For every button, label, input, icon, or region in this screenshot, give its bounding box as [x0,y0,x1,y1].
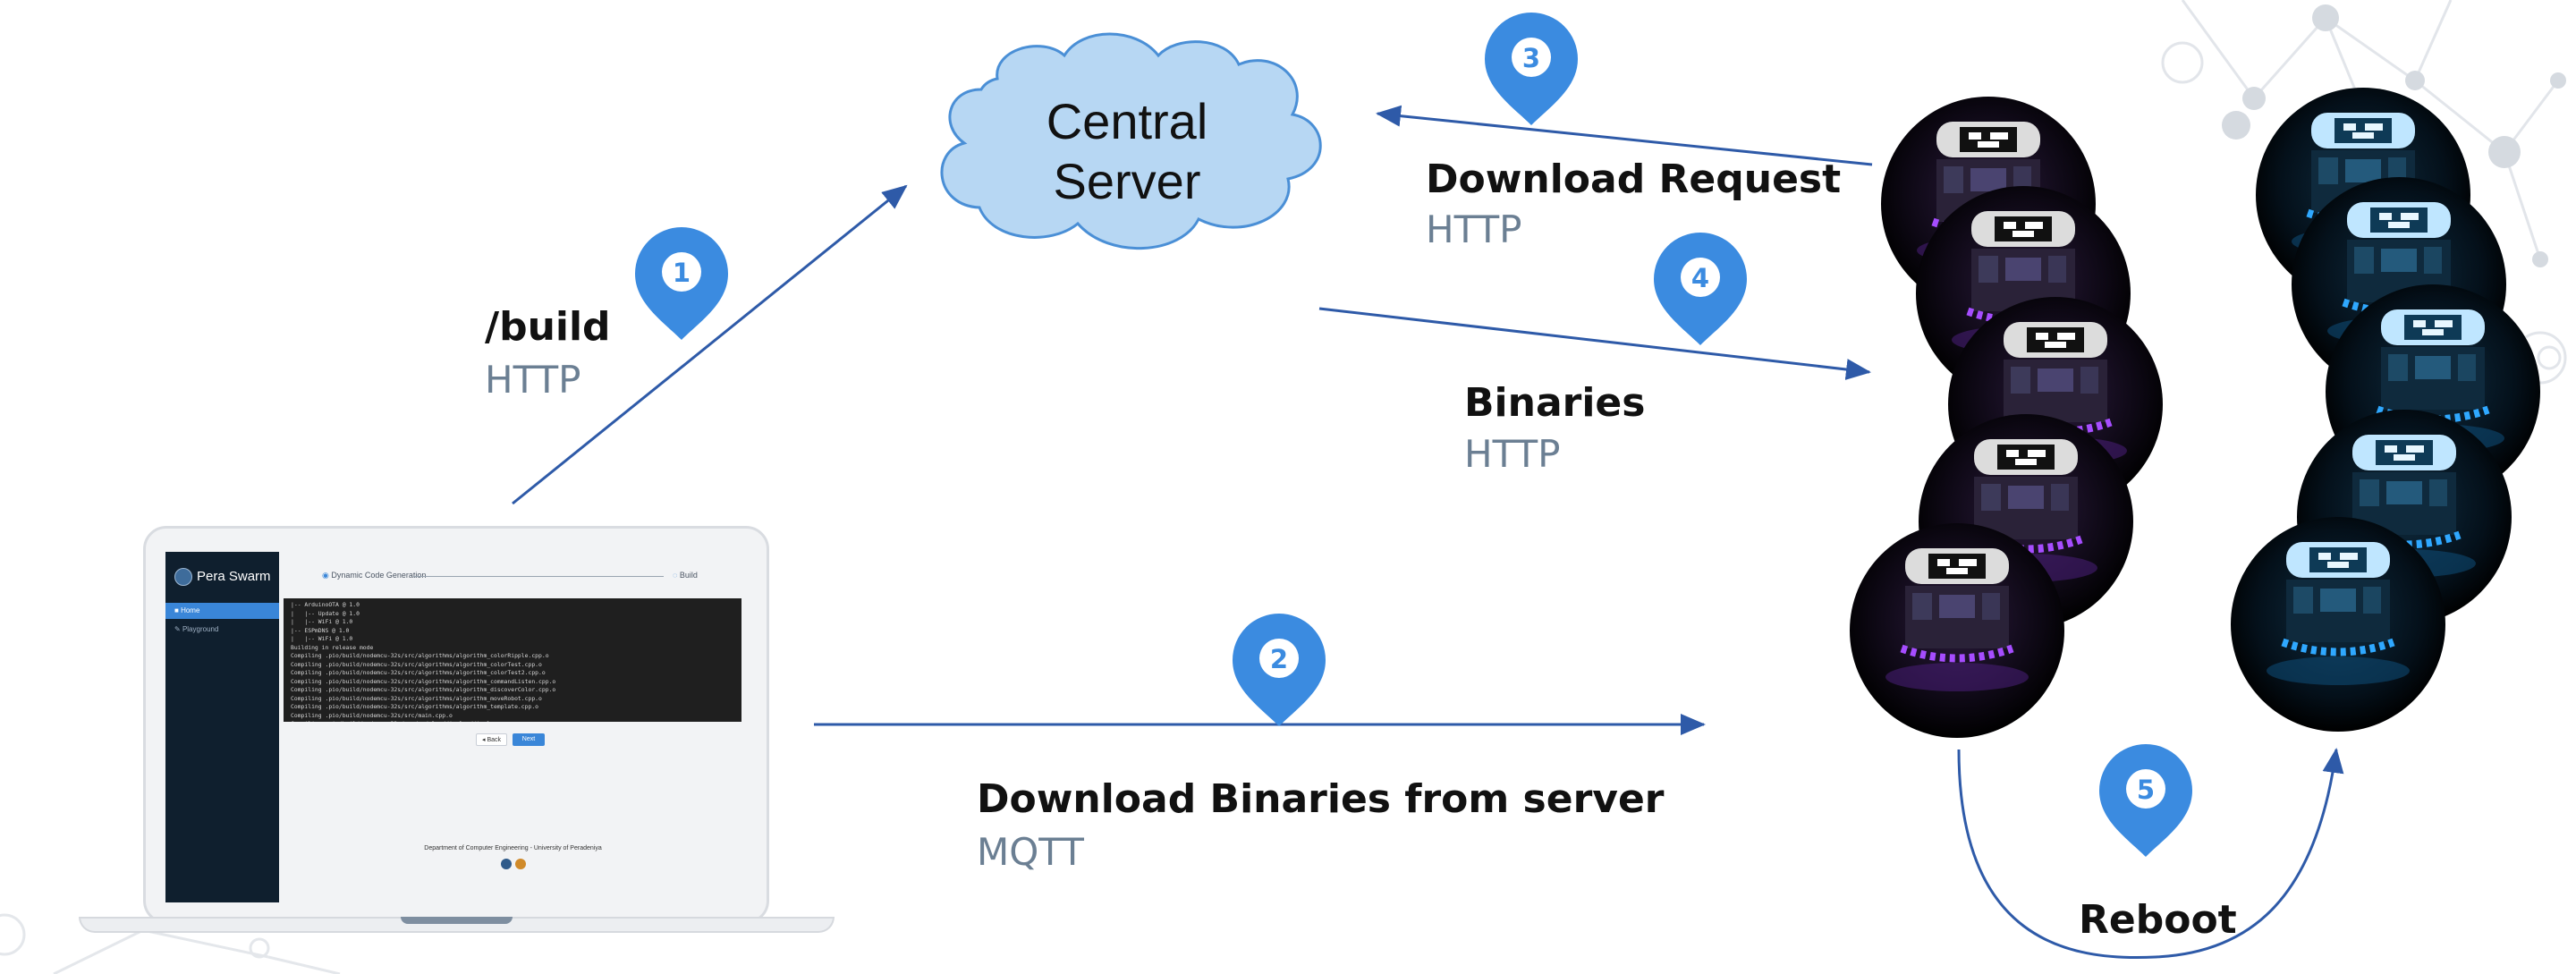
network-pattern-decoration-bottom [0,913,341,974]
sidebar-item-playground[interactable]: ✎ Playground [165,622,279,638]
arrow-build-request [512,184,908,505]
build-step-protocol: HTTP [485,358,581,402]
binaries-step-title: Binaries [1464,380,1646,426]
build-step-title: /build [485,304,611,350]
sidebar-item-home-label: Home [181,606,200,614]
server-label-line2: Server [1054,153,1201,209]
server-label-line1: Central [1046,93,1208,149]
terminal-line: Compiling .pio/build/nodemcu-32s/src/mod… [291,720,734,722]
step-number-3: 3 [1522,43,1540,73]
terminal-line: Compiling .pio/build/nodemcu-32s/src/alg… [291,677,556,685]
laptop: Pera Swarm ■ Home ✎ Playground ◉ Dynamic… [79,526,835,937]
terminal-line: |-- ESPmDNS @ 1.0 [291,626,350,634]
step-marker-2: 2 [1233,614,1326,726]
arrow-download-request [1376,105,1873,166]
terminal-line: | |-- WiFi @ 1.0 [291,618,353,625]
home-icon: ■ [174,606,182,614]
spinner-icon: ◌ [673,571,680,580]
laptop-screen: Pera Swarm ■ Home ✎ Playground ◉ Dynamic… [165,552,747,902]
network-pattern-decoration [2161,0,2567,385]
check-circle-icon: ◉ [322,571,332,580]
terminal-line: Compiling .pio/build/nodemcu-32s/src/alg… [291,652,549,659]
terminal-line: | |-- Update @ 1.0 [291,609,360,617]
playground-icon: ✎ [174,625,182,633]
university-logo-icon [501,859,512,869]
stepper-step-code-generation: ◉ Dynamic Code Generation [322,571,426,580]
step-marker-4: 4 [1654,233,1747,345]
app-footer: Department of Computer Engineering - Uni… [424,845,602,851]
robot-photo-purple [1850,523,2064,738]
sidebar-item-home[interactable]: ■ Home [165,603,279,619]
app-main: ◉ Dynamic Code Generation ◌ Build |-- Ar… [279,552,747,902]
terminal-line: Building in release mode [291,643,374,651]
reboot-step-title: Reboot [2079,897,2237,943]
terminal-line: Compiling .pio/build/nodemcu-32s/src/alg… [291,703,539,710]
terminal-line: Compiling .pio/build/nodemcu-32s/src/alg… [291,660,542,668]
robot-group-purple [1850,97,2163,738]
laptop-lid: Pera Swarm ■ Home ✎ Playground ◉ Dynamic… [143,526,769,924]
terminal-line: Compiling .pio/build/nodemcu-32s/src/alg… [291,686,556,693]
stepper-step-build: ◌ Build [673,571,698,580]
app-sidebar: Pera Swarm ■ Home ✎ Playground [165,552,279,902]
step-number-4: 4 [1691,263,1709,293]
arrow-binaries [1318,307,1871,380]
terminal-line: | |-- WiFi @ 1.0 [291,635,353,642]
next-button[interactable]: Next [513,733,545,746]
mqtt-step-protocol: MQTT [977,830,1084,874]
build-log-terminal[interactable]: |-- ArduinoOTA @ 1.0| |-- Update @ 1.0| … [284,598,741,722]
stepper-step-build-label: Build [679,571,698,580]
step-marker-1: 1 [635,227,728,340]
central-server-cloud: Central Server [940,32,1322,250]
download-request-protocol: HTTP [1426,208,1522,251]
step-number-5: 5 [2137,775,2155,805]
step-marker-5: 5 [2099,744,2192,857]
app-brand[interactable]: Pera Swarm [174,568,271,586]
terminal-line: Compiling .pio/build/nodemcu-32s/src/mai… [291,711,453,719]
robot-group-blue [2231,88,2540,732]
robot-photo-blue [2231,517,2445,732]
pera-swarm-logo-icon [174,568,192,586]
terminal-line: Compiling .pio/build/nodemcu-32s/src/alg… [291,669,546,676]
step-marker-3: 3 [1485,13,1578,125]
laptop-notch [401,917,513,924]
mqtt-step-title: Download Binaries from server [977,776,1665,822]
sidebar-item-playground-label: Playground [182,625,219,633]
terminal-line: |-- ArduinoOTA @ 1.0 [291,601,360,608]
app-brand-name: Pera Swarm [197,568,271,584]
network-nodes-decoration [2222,4,2566,267]
terminal-line: Compiling .pio/build/nodemcu-32s/src/alg… [291,694,542,702]
stepper-step-code-generation-label: Dynamic Code Generation [331,571,427,580]
arrow-reboot-loop [1957,748,2344,959]
department-logo-icon [515,859,526,869]
download-request-title: Download Request [1426,157,1842,202]
stepper-connector [413,576,664,577]
step-number-2: 2 [1270,644,1288,674]
binaries-step-protocol: HTTP [1464,432,1561,476]
step-number-1: 1 [673,258,691,288]
back-button[interactable]: ◂ Back [476,733,507,746]
